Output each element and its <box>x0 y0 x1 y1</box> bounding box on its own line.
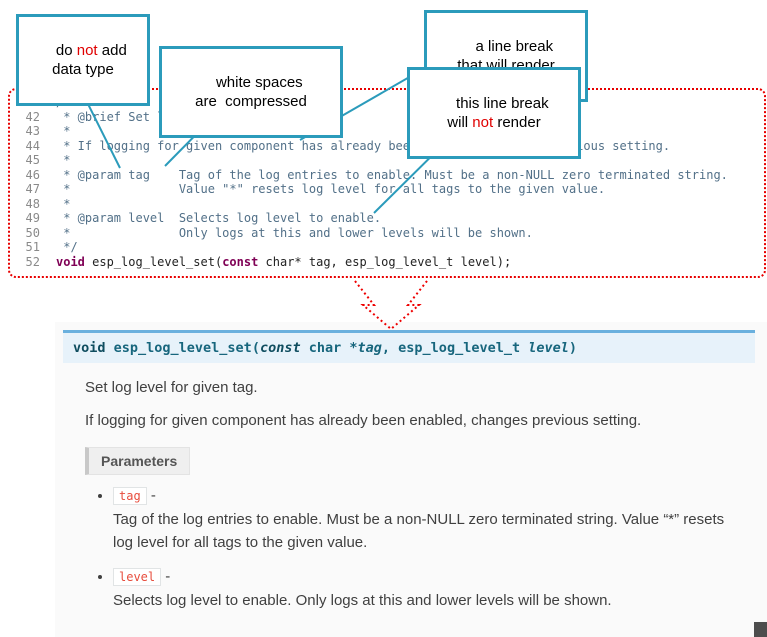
doc-description: If logging for given component has alrea… <box>85 412 642 429</box>
code-text: */ <box>56 240 78 254</box>
code-line-function-declaration: 52 void esp_log_level_set(const char* tag… <box>16 255 760 270</box>
callout-text-segment: do <box>55 42 77 59</box>
code-line: 50 * Only logs at this and lower levels … <box>16 226 760 241</box>
signature-type: esp_log_level_t <box>398 340 529 356</box>
callout-text-emphasis: not <box>76 42 98 59</box>
code-text: * @param level Selects log level to enab… <box>56 211 382 225</box>
param-dash: - <box>161 568 171 585</box>
signature-paren: ( <box>251 340 260 356</box>
line-number: 50 <box>25 225 40 240</box>
code-line: 45 * <box>16 153 760 168</box>
code-text: * Value "*" resets log level for all tag… <box>56 182 606 196</box>
line-number: 52 <box>25 254 40 269</box>
param-item-level: level - Selects log level to enable. Onl… <box>113 568 747 613</box>
code-text: esp_log_level_set( <box>84 254 223 269</box>
code-line: 43 * <box>16 124 760 139</box>
line-number: 49 <box>25 211 40 225</box>
signature-type: char * <box>300 340 358 356</box>
callout-text-segment: render <box>493 114 541 131</box>
code-text: * <box>56 124 71 138</box>
code-line: 48 * <box>16 197 760 212</box>
code-text: char* tag, esp_log_level_t level); <box>258 254 512 269</box>
callout-break-norender: this line break will not render <box>407 67 581 159</box>
code-text: * <box>56 153 71 167</box>
parameters-list: tag - Tag of the log entries to enable. … <box>113 487 747 613</box>
line-number: 51 <box>25 240 40 254</box>
parameters-label: Parameters <box>85 447 191 475</box>
doc-body: Set log level for given tag. If logging … <box>85 379 747 613</box>
line-number: 46 <box>25 167 40 182</box>
code-text: * @param tag Tag of the log entries to e… <box>56 167 728 182</box>
code-line: 49 * @param level Selects log level to e… <box>16 211 760 226</box>
line-number: 47 <box>25 182 40 196</box>
rendered-doc-panel: void esp_log_level_set(const char *tag, … <box>55 322 767 637</box>
line-number: 48 <box>25 196 40 211</box>
signature-return-type: void <box>73 340 106 356</box>
param-item-tag: tag - Tag of the log entries to enable. … <box>113 487 747 554</box>
line-number: 44 <box>25 138 40 153</box>
keyword-const: const <box>222 254 259 269</box>
callout-text-segment: white spaces are compressed <box>195 74 307 110</box>
param-dash: - <box>146 487 156 504</box>
line-number: 45 <box>25 153 40 167</box>
callout-whitespace: white spaces are compressed <box>159 46 343 138</box>
code-line: 51 */ <box>16 240 760 255</box>
code-line: 47 * Value "*" resets log level for all … <box>16 182 760 197</box>
param-description: Tag of the log entries to enable. Must b… <box>113 511 725 551</box>
line-number: 42 <box>25 109 40 124</box>
scroll-corner-artifact <box>754 622 767 637</box>
code-line: 42 * @brief Set log level for given tag <box>16 110 760 125</box>
param-name-literal: level <box>113 568 162 586</box>
line-number: 43 <box>25 124 40 138</box>
signature-const-keyword: const <box>259 340 301 356</box>
signature-function-name: esp_log_level_set <box>105 340 252 356</box>
callout-no-datatype: do not add data type <box>16 14 150 106</box>
code-line: 46 * @param tag Tag of the log entries t… <box>16 168 760 183</box>
code-line: 44 * If logging for given component has … <box>16 139 760 154</box>
signature-param-level: level <box>528 340 569 356</box>
doc-brief: Set log level for given tag. <box>85 379 258 396</box>
param-description: Selects log level to enable. Only logs a… <box>113 592 612 609</box>
callout-text-emphasis: not <box>472 114 494 131</box>
keyword-void: void <box>56 254 85 269</box>
function-signature: void esp_log_level_set(const char *tag, … <box>63 330 755 363</box>
code-text: * Only logs at this and lower levels wil… <box>56 225 533 240</box>
signature-param-tag: tag <box>357 340 382 356</box>
param-name-literal: tag <box>113 487 147 505</box>
code-editor: 41⊖/** 42 * @brief Set log level for giv… <box>8 88 766 278</box>
code-text: * <box>56 196 71 211</box>
signature-comma: , <box>381 340 399 356</box>
callout-text-segment: a line break that will render <box>457 38 555 74</box>
signature-paren: ) <box>568 340 577 356</box>
